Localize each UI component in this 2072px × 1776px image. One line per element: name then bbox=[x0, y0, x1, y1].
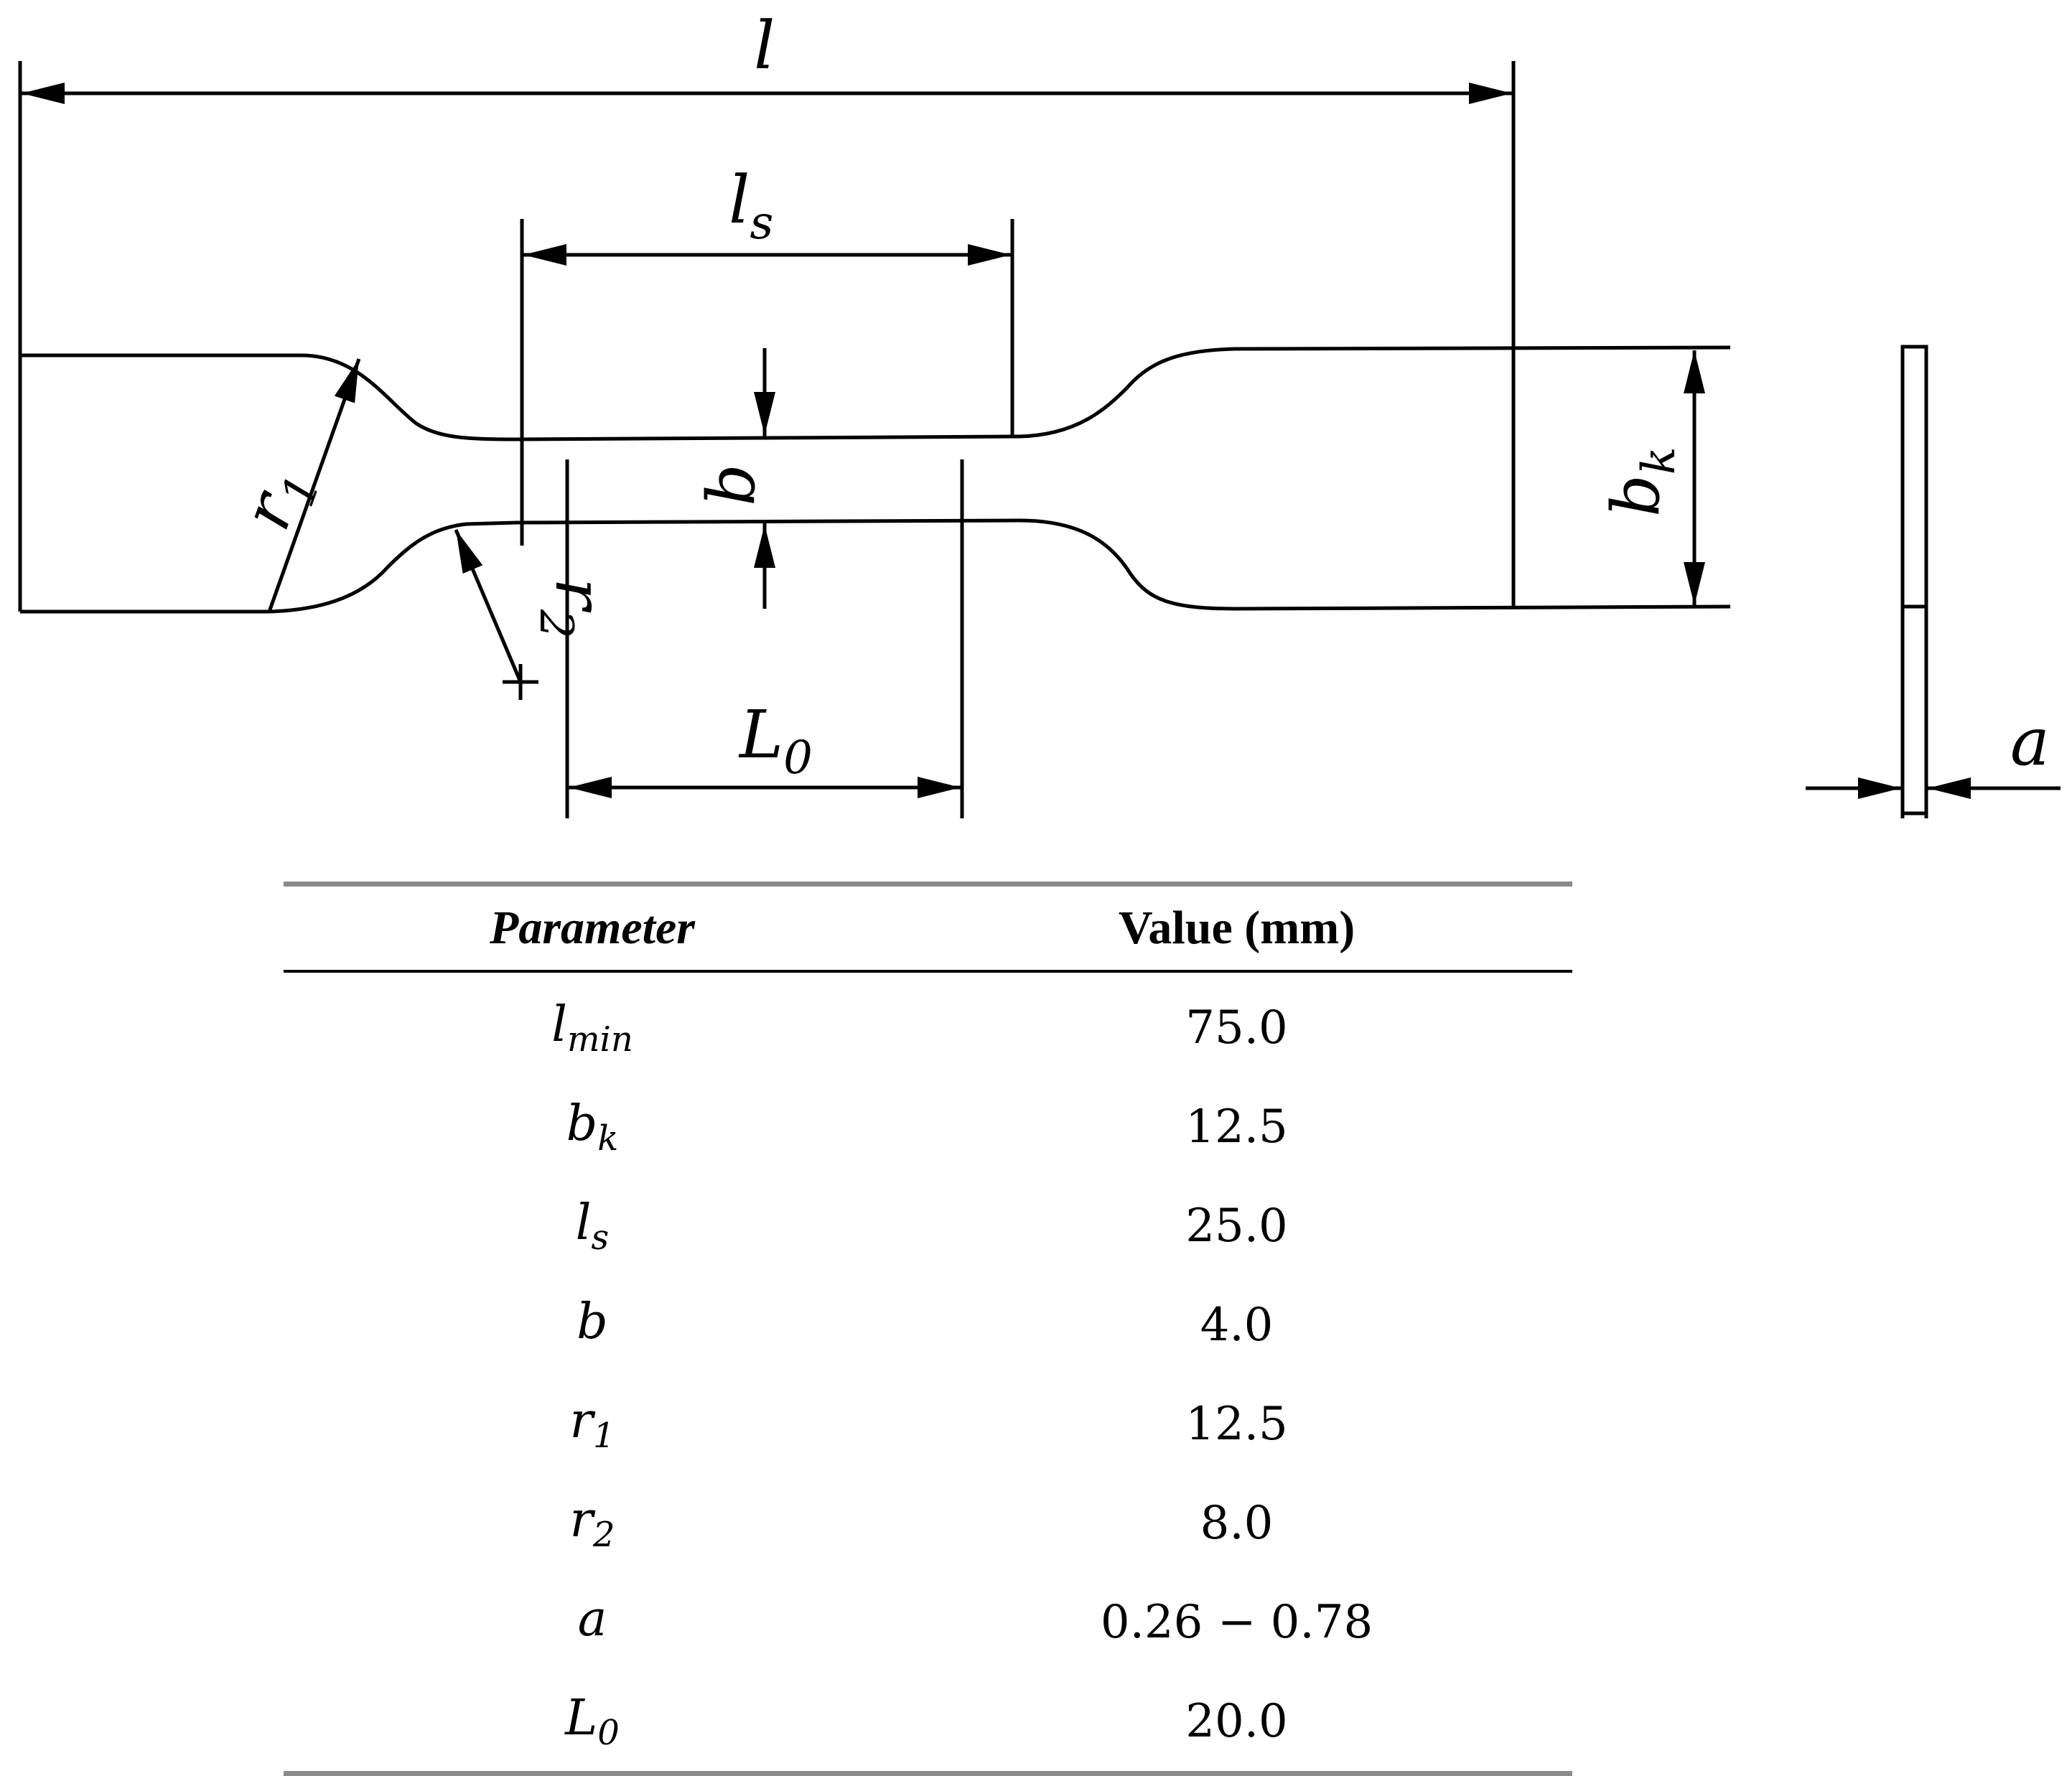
param-value: 8.0 bbox=[1200, 1497, 1274, 1550]
param-symbol: a bbox=[577, 1591, 607, 1648]
parameter-table: Parameter Value (mm) lmin 75.0 bk 12.5 l… bbox=[284, 882, 1572, 1776]
table-row: b 4.0 bbox=[284, 1276, 1572, 1375]
table-row: r1 12.5 bbox=[284, 1375, 1572, 1474]
table-body: lmin 75.0 bk 12.5 ls 25.0 b 4.0 r1 12.5 … bbox=[284, 973, 1572, 1771]
label-r1: r1 bbox=[228, 456, 332, 543]
param-value: 4.0 bbox=[1200, 1299, 1274, 1352]
table-row: r2 8.0 bbox=[284, 1474, 1572, 1573]
table-top-rule bbox=[284, 882, 1572, 887]
side-view bbox=[1900, 345, 1928, 815]
header-parameter: Parameter bbox=[490, 902, 695, 954]
label-ls: ls bbox=[729, 162, 773, 250]
specimen-outline bbox=[20, 345, 1731, 441]
label-a: a bbox=[2010, 704, 2050, 780]
param-symbol: r1 bbox=[569, 1393, 615, 1456]
label-b: b bbox=[693, 464, 770, 506]
r2-center-mark bbox=[503, 664, 538, 700]
param-value: 12.5 bbox=[1185, 1398, 1288, 1451]
label-r2: r2 bbox=[529, 578, 617, 639]
label-L0: L0 bbox=[738, 696, 813, 785]
table-row: lmin 75.0 bbox=[284, 978, 1572, 1078]
header-value: Value (mm) bbox=[1118, 902, 1355, 954]
param-symbol: ls bbox=[575, 1195, 610, 1258]
dim-r1 bbox=[267, 358, 361, 612]
param-value: 75.0 bbox=[1185, 1001, 1288, 1055]
table-row: a 0.26 − 0.78 bbox=[284, 1573, 1572, 1672]
param-symbol: bk bbox=[566, 1095, 619, 1159]
param-symbol: r2 bbox=[569, 1492, 615, 1555]
param-value: 12.5 bbox=[1185, 1100, 1288, 1154]
param-value: 0.26 − 0.78 bbox=[1100, 1596, 1373, 1649]
table-row: L0 20.0 bbox=[284, 1672, 1572, 1771]
table-row: ls 25.0 bbox=[284, 1177, 1572, 1276]
table-header-rule bbox=[284, 970, 1572, 973]
label-l: l bbox=[754, 7, 775, 84]
table-row: bk 12.5 bbox=[284, 1078, 1572, 1177]
dim-r2 bbox=[454, 529, 523, 683]
param-symbol: b bbox=[577, 1294, 608, 1350]
param-value: 25.0 bbox=[1185, 1200, 1288, 1253]
param-value: 20.0 bbox=[1185, 1695, 1288, 1748]
specimen-drawing: l ls L0 a r1 r2 b bk bbox=[18, 7, 2061, 818]
param-symbol: L0 bbox=[565, 1690, 620, 1753]
label-bk: bk bbox=[1597, 447, 1686, 517]
table-header-row: Parameter Value (mm) bbox=[284, 887, 1572, 970]
param-symbol: lmin bbox=[551, 996, 633, 1060]
table-bottom-rule bbox=[284, 1771, 1572, 1776]
